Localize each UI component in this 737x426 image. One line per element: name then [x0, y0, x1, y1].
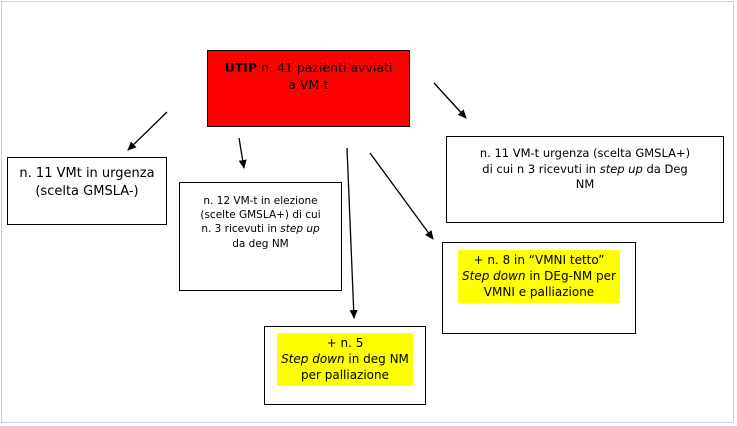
urgent-right-box: n. 11 VM-t urgenza (scelta GMSLA+) di cu…	[446, 136, 724, 223]
vmni-line-2: Step down in DEg-NM per	[462, 268, 616, 284]
source-line-2: a VM-t	[288, 76, 329, 92]
urgent-right-line-2: di cui n 3 ricevuti in step up da Deg	[447, 162, 723, 178]
urgent-left-line-1: n. 11 VMt in urgenza	[19, 166, 155, 181]
vmni-line-2-em: Step down	[462, 269, 526, 284]
vmni-box: + n. 8 in “VMNI tetto” Step down in DEg-…	[442, 242, 636, 334]
elective-line-4: da deg NM	[232, 237, 289, 250]
palliation-highlight: + n. 5 Step down in deg NM per palliazio…	[277, 333, 413, 386]
source-line-1: UTIP n. 41 pazienti avviati	[208, 60, 409, 77]
palliation-line-1: + n. 5	[326, 336, 364, 350]
vmni-line-1: + n. 8 in “VMNI tetto”	[473, 253, 605, 267]
arrow-to-urgent-right	[433, 82, 467, 119]
urgent-left-line-2: (scelta GMSLA-)	[35, 183, 139, 199]
vmni-line-2-post: in DEg-NM per	[525, 269, 616, 284]
elective-line-2: (scelte GMSLA+) di cui	[200, 209, 321, 222]
elective-box: n. 12 VM-t in elezione (scelte GMSLA+) d…	[179, 182, 342, 291]
arrow-to-palliation	[346, 147, 358, 319]
urgent-right-line-3: NM	[575, 177, 595, 192]
urgent-left-box: n. 11 VMt in urgenza (scelta GMSLA-)	[7, 157, 167, 225]
urgent-right-line-2-pre: di cui n 3 ricevuti in	[482, 161, 600, 176]
vmni-line-3: VMNI e palliazione	[483, 285, 595, 300]
palliation-box: + n. 5 Step down in deg NM per palliazio…	[264, 326, 426, 405]
palliation-line-2-em: Step down	[281, 352, 345, 367]
source-bold: UTIP	[224, 60, 258, 75]
elective-line-1: n. 12 VM-t in elezione	[203, 195, 318, 207]
source-text-1: n. 41 pazienti avviati	[257, 60, 393, 75]
arrow-to-vmni	[369, 152, 434, 240]
palliation-line-2: Step down in deg NM	[281, 351, 409, 367]
source-box: UTIP n. 41 pazienti avviati a VM-t	[207, 50, 410, 127]
elective-line-3: n. 3 ricevuti in step up	[180, 222, 341, 236]
palliation-line-3: per palliazione	[300, 368, 390, 383]
urgent-right-line-2-post: da Deg	[642, 161, 688, 176]
vmni-highlight: + n. 8 in “VMNI tetto” Step down in DEg-…	[458, 250, 620, 303]
elective-line-3-pre: n. 3 ricevuti in	[201, 223, 281, 236]
palliation-line-2-post: in deg NM	[344, 352, 409, 367]
arrow-to-elective	[238, 137, 247, 169]
urgent-right-line-1: n. 11 VM-t urgenza (scelta GMSLA+)	[479, 146, 691, 160]
arrow-to-urgent-left	[127, 111, 168, 151]
elective-line-3-em: step up	[280, 223, 320, 236]
urgent-right-line-2-em: step up	[599, 161, 643, 176]
